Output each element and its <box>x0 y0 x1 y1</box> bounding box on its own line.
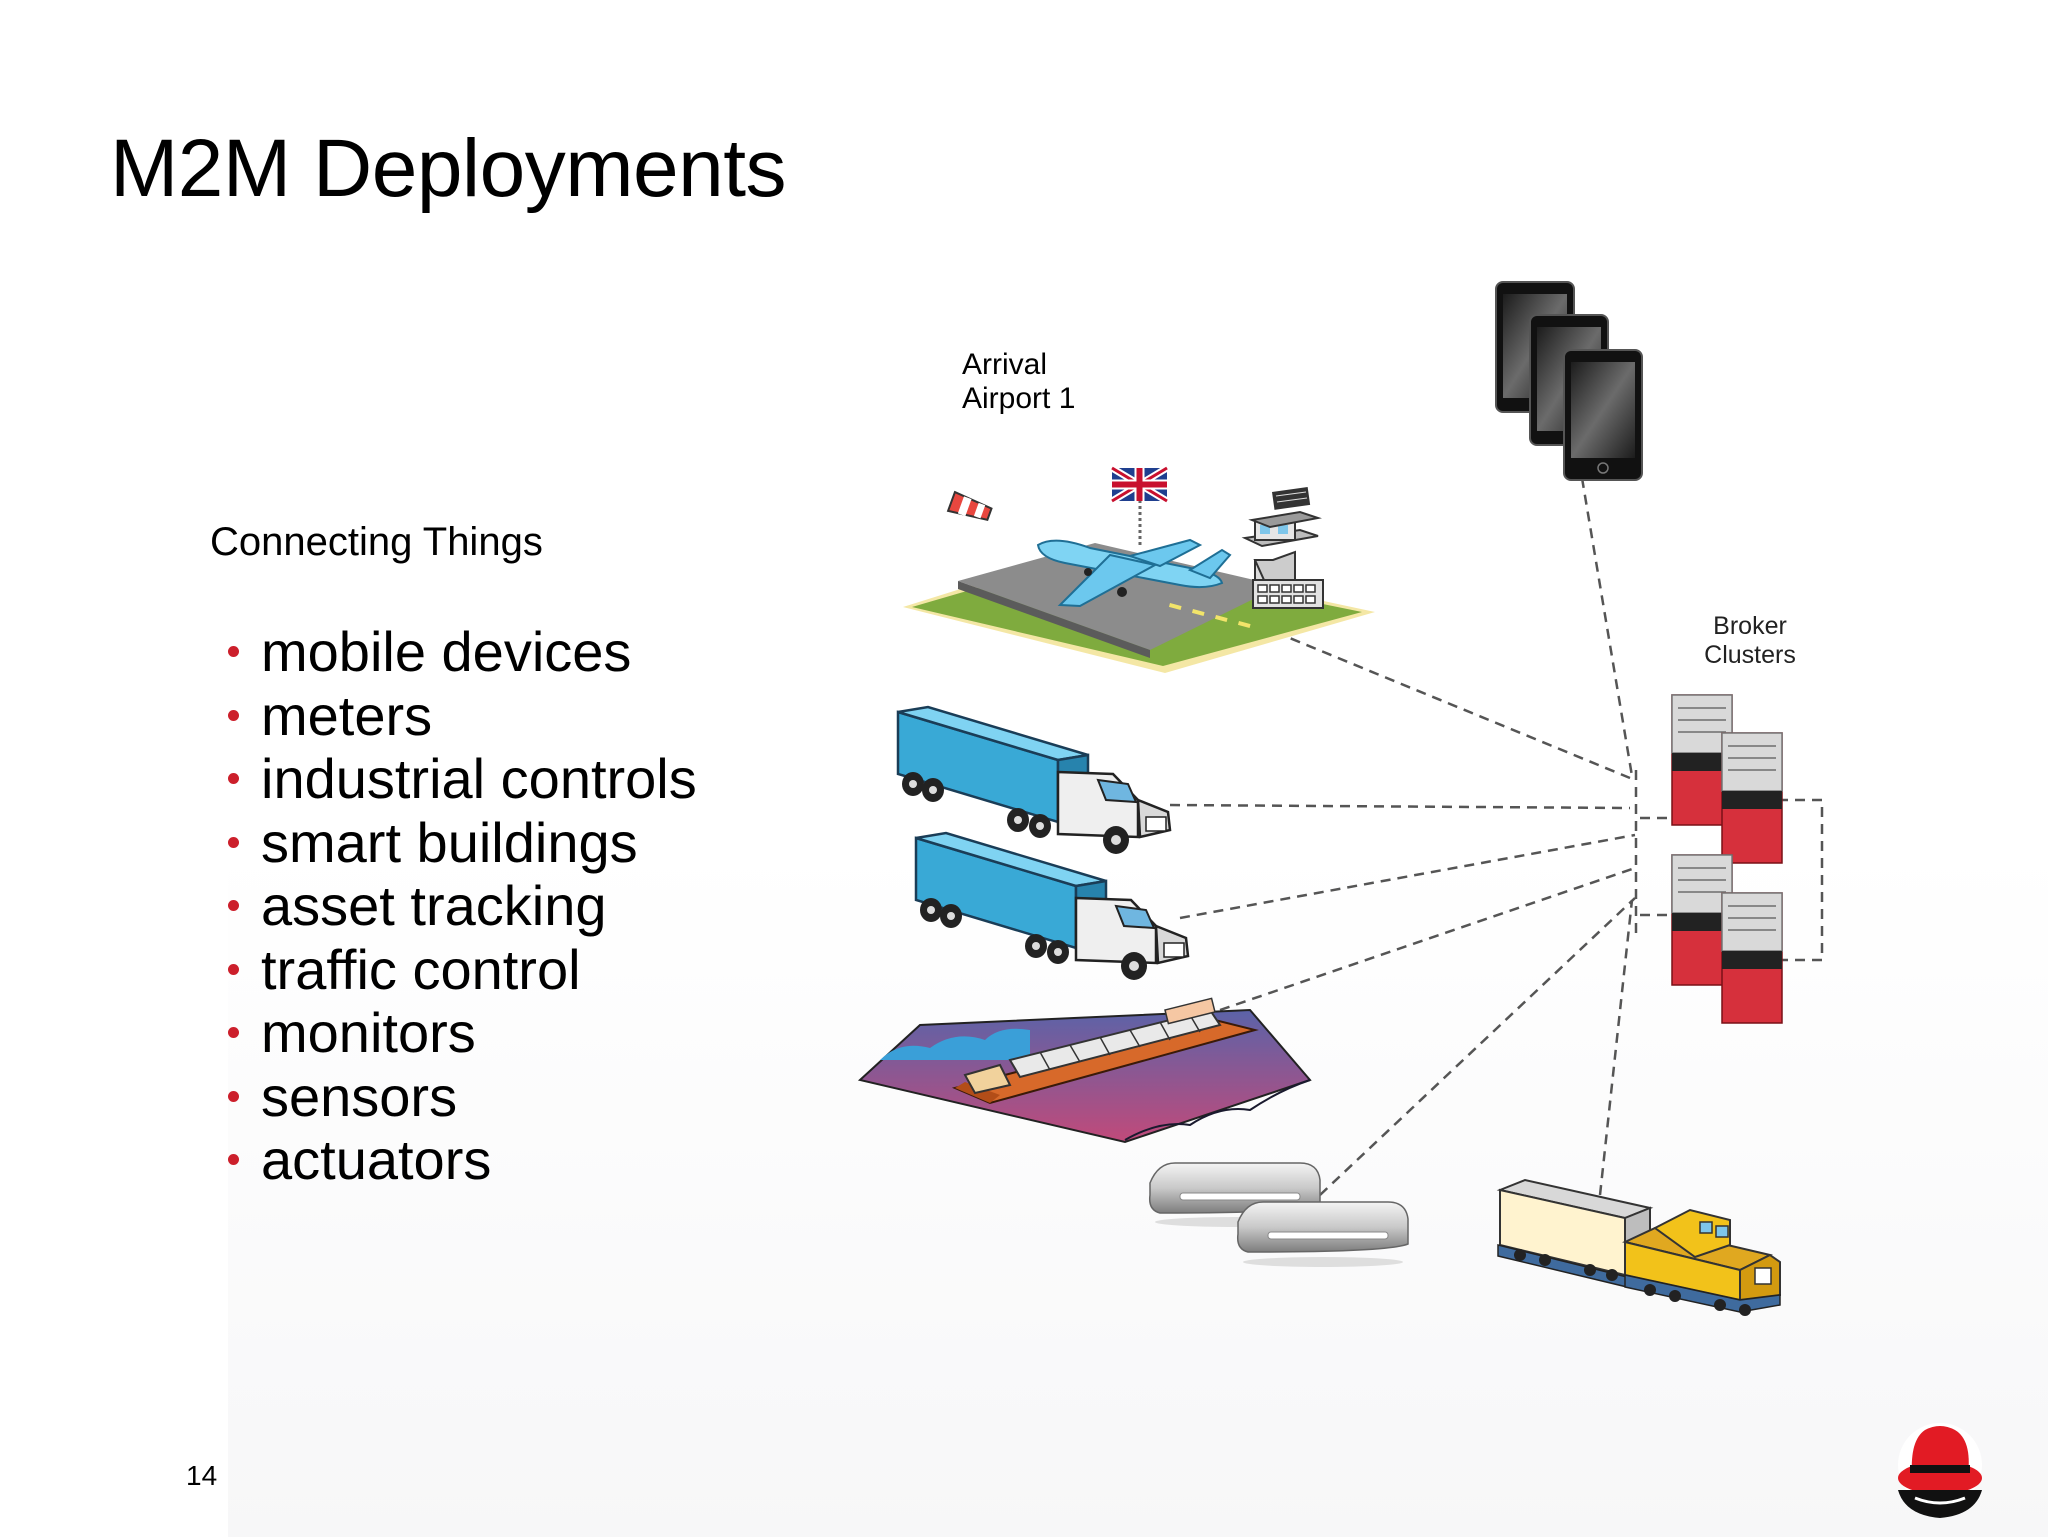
list-item: monitors <box>228 1001 697 1065</box>
windsock-icon <box>946 490 993 522</box>
cluster-link-mid <box>1640 816 1672 917</box>
connection-lines <box>1169 477 1824 1196</box>
link-truck-2 <box>1179 833 1636 920</box>
bullet-list: mobile devices meters industrial control… <box>228 620 697 1192</box>
list-item: traffic control <box>228 938 697 1002</box>
list-item: asset tracking <box>228 874 697 938</box>
list-item-text: traffic control <box>261 937 581 1001</box>
left-margin <box>0 560 228 1537</box>
truck-icon <box>896 705 1172 854</box>
link-airport <box>1274 630 1631 780</box>
list-item: meters <box>228 684 697 748</box>
truck-icon <box>914 831 1190 980</box>
list-item-text: monitors <box>261 1001 476 1064</box>
bullet-icon <box>228 1027 239 1039</box>
link-router <box>1319 897 1636 1196</box>
broker-clusters-label: Broker Clusters <box>1690 612 1810 670</box>
list-item-text: mobile devices <box>261 620 632 683</box>
server-icon <box>1721 732 1783 864</box>
bullet-icon <box>228 709 239 721</box>
list-item: industrial controls <box>228 747 697 811</box>
airport-label-line1: Arrival <box>962 348 1048 381</box>
subtitle: Connecting Things <box>210 520 543 564</box>
bullet-icon <box>228 1154 239 1166</box>
bullet-icon <box>228 963 239 975</box>
airport-icon <box>903 464 1375 673</box>
ship-icon <box>857 997 1312 1144</box>
page-title: M2M Deployments <box>110 123 787 214</box>
list-item: sensors <box>228 1065 697 1129</box>
bullet-icon <box>228 773 239 785</box>
list-item: smart buildings <box>228 811 697 875</box>
list-item-text: smart buildings <box>261 810 638 874</box>
broker-label-line1: Broker <box>1713 612 1787 640</box>
list-item: mobile devices <box>228 620 697 684</box>
cluster-bracket-right <box>1778 798 1824 962</box>
router-icon <box>1236 1201 1409 1267</box>
bullet-icon <box>228 900 239 912</box>
link-ship <box>1219 866 1636 1012</box>
list-item-text: asset tracking <box>261 874 607 937</box>
bullet-icon <box>228 1090 239 1102</box>
flag-icon <box>1110 464 1169 505</box>
page-number: 14 <box>186 1460 218 1491</box>
list-item: actuators <box>228 1128 697 1192</box>
bullet-icon <box>228 646 239 658</box>
server-icon <box>1721 892 1783 1024</box>
link-phones <box>1580 477 1634 777</box>
airport-label: Arrival Airport 1 <box>962 348 1075 416</box>
smartphone-icon <box>1563 349 1643 481</box>
link-truck-1 <box>1169 803 1631 810</box>
list-item-text: actuators <box>261 1128 492 1191</box>
link-train <box>1598 899 1634 1196</box>
list-item-text: industrial controls <box>261 747 697 810</box>
bullet-icon <box>228 836 239 848</box>
list-item-text: meters <box>261 683 433 747</box>
list-item-text: sensors <box>261 1064 458 1128</box>
train-icon <box>1496 1178 1781 1316</box>
broker-label-line2: Clusters <box>1704 641 1796 669</box>
airport-label-line2: Airport 1 <box>962 382 1076 415</box>
red-hat-logo <box>1898 1423 1982 1518</box>
